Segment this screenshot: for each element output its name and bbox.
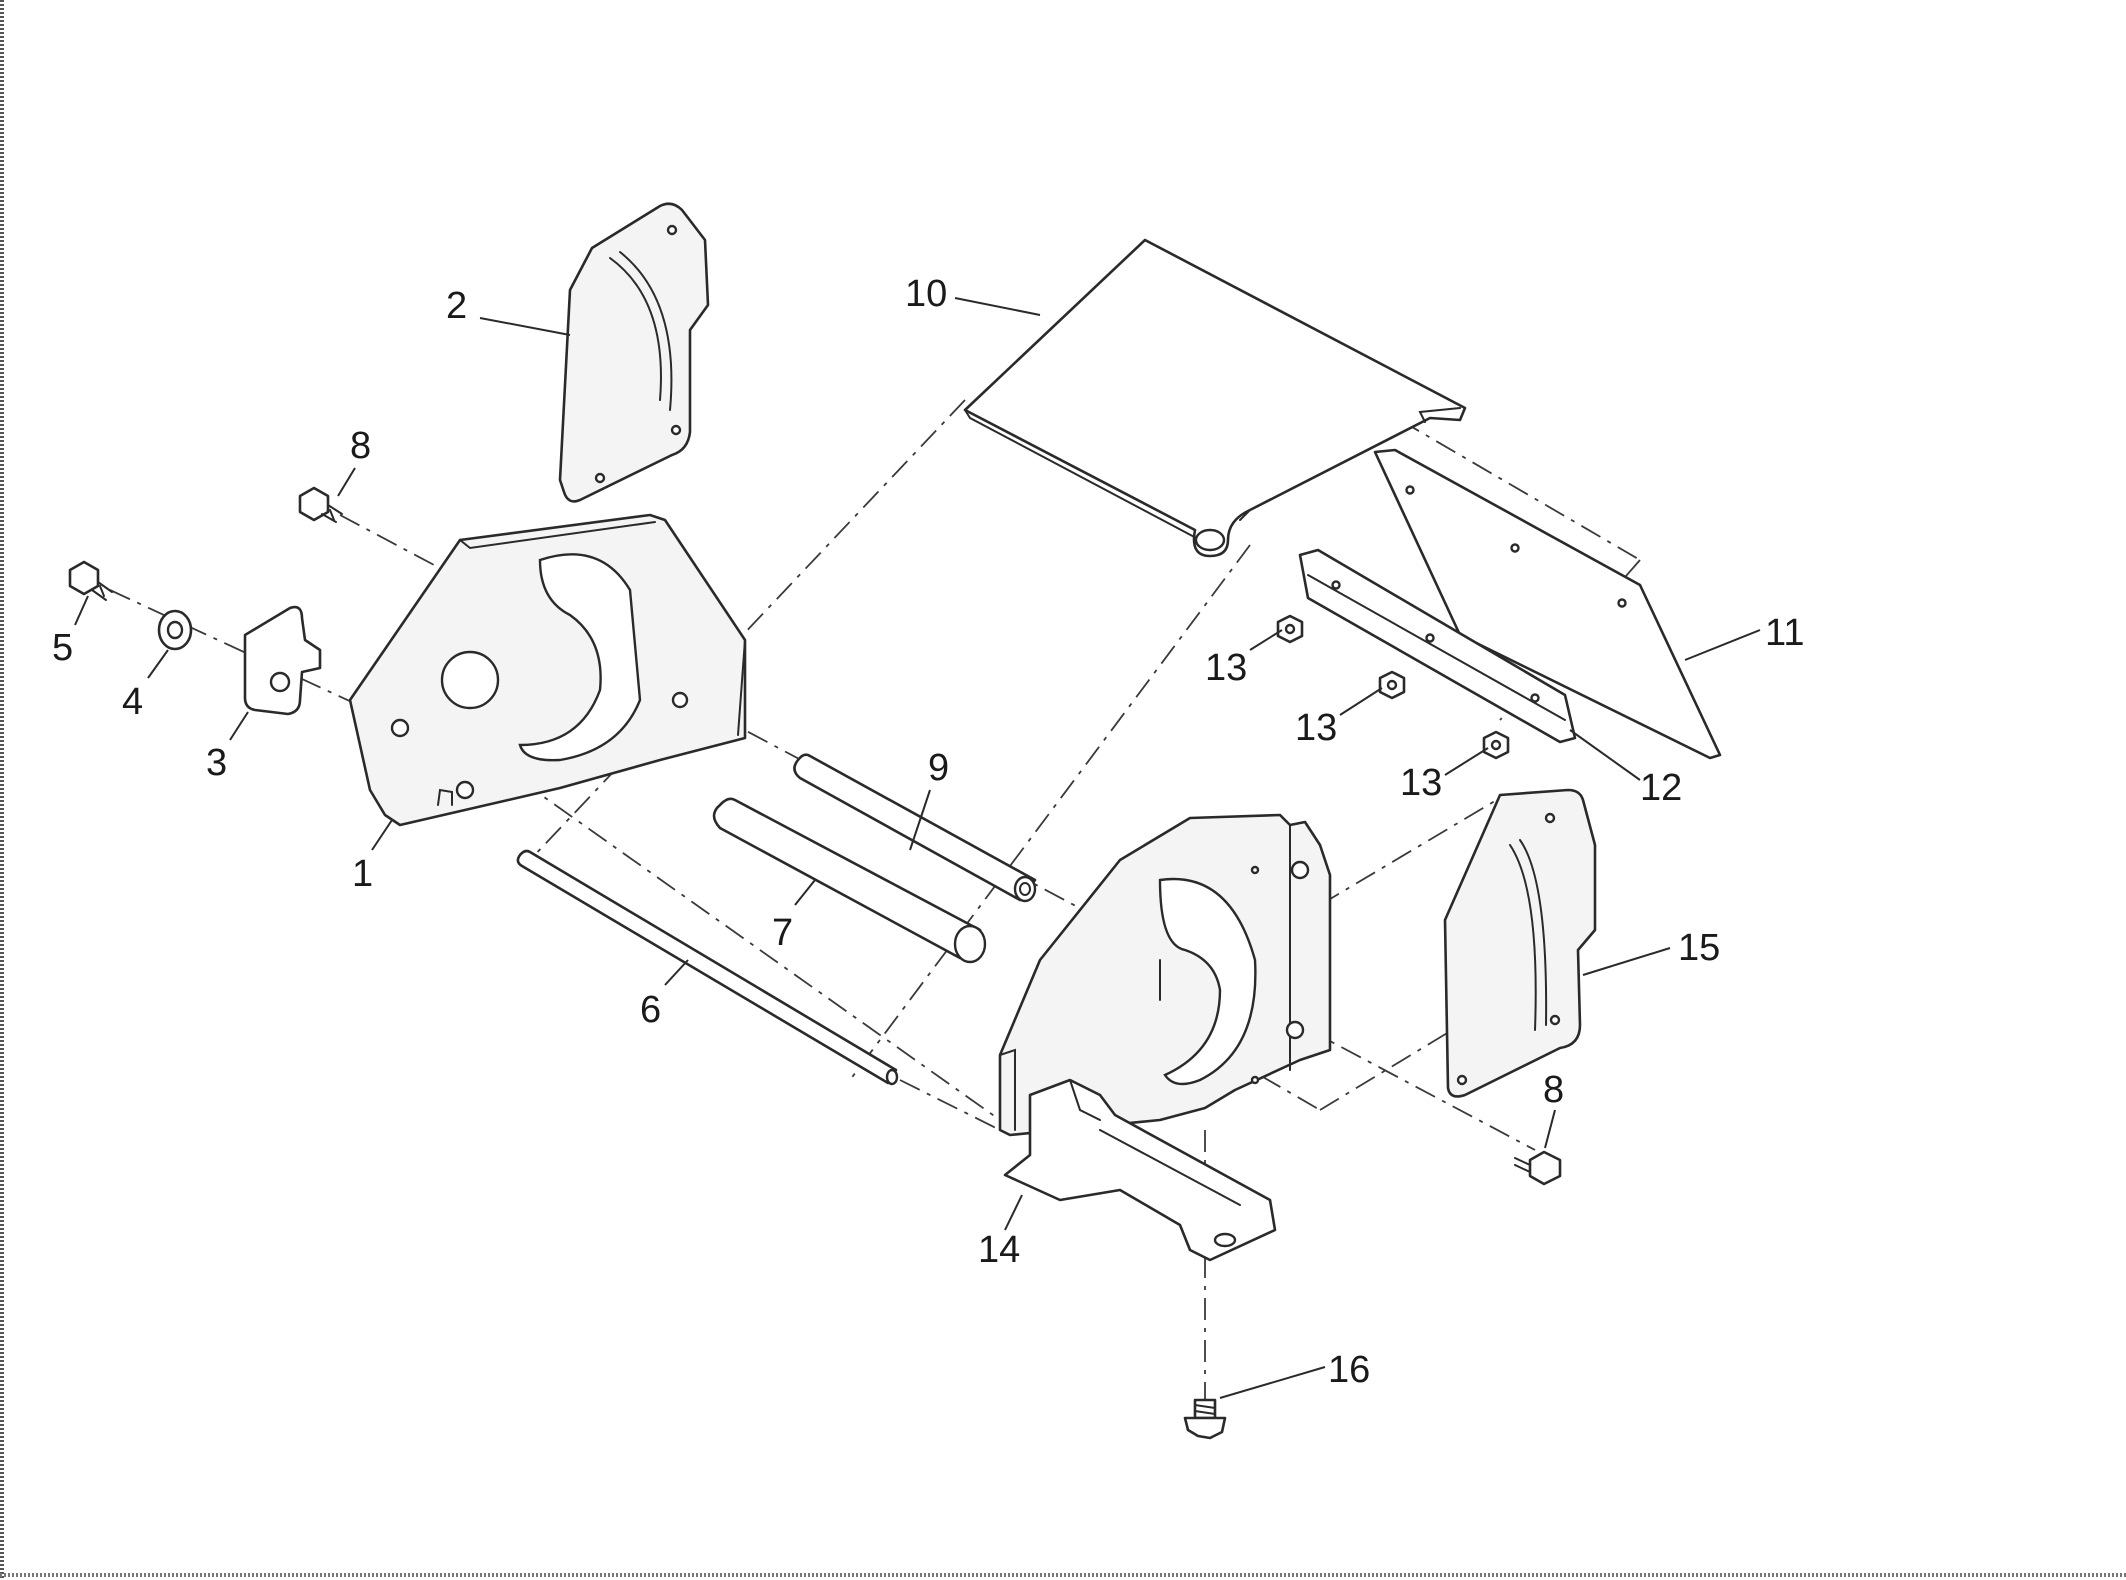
part-8-bolt-top — [298, 486, 343, 523]
callout-9: 9 — [928, 747, 949, 789]
part-13-nut-a — [1276, 614, 1304, 644]
part-2-side-plate — [558, 202, 710, 503]
callout-13-a: 13 — [1205, 647, 1247, 689]
callout-7: 7 — [772, 912, 793, 954]
part-3-bracket — [243, 605, 322, 716]
callout-13-c: 13 — [1400, 762, 1442, 804]
part-12-angle-bar — [1298, 548, 1577, 744]
callout-16: 16 — [1328, 1349, 1370, 1391]
callout-1: 1 — [352, 853, 373, 895]
part-10-top-shield — [963, 238, 1467, 558]
callout-12: 12 — [1640, 767, 1682, 809]
part-7-tube — [712, 797, 987, 964]
callout-10: 10 — [905, 273, 947, 315]
part-16-bolt — [1183, 1398, 1227, 1440]
callout-11: 11 — [1765, 612, 1804, 654]
callout-3: 3 — [206, 742, 227, 784]
callout-6: 6 — [640, 989, 661, 1031]
part-13-nut-c — [1482, 730, 1510, 760]
part-8-bolt-bottom — [1514, 1150, 1562, 1186]
leader-lines — [74, 297, 1761, 1399]
part-9-roll-pin — [793, 753, 1037, 903]
callout-4: 4 — [122, 681, 143, 723]
part-1-left-side-plate — [348, 513, 747, 827]
part-4-washer — [157, 609, 193, 651]
part-15-side-plate — [1443, 788, 1597, 1098]
part-6-rod — [516, 849, 899, 1086]
callout-15: 15 — [1678, 927, 1720, 969]
callout-14: 14 — [978, 1229, 1020, 1271]
part-5-bolt — [68, 560, 113, 601]
part-14-right-side-plate — [998, 813, 1332, 1262]
callout-labels: 1 2 3 4 5 6 7 8 8 9 10 11 12 13 13 13 14… — [52, 273, 1804, 1391]
callout-5: 5 — [52, 627, 73, 669]
callout-8-bottom: 8 — [1543, 1069, 1564, 1111]
part-13-nut-b — [1378, 670, 1406, 700]
callout-8-top: 8 — [350, 425, 371, 467]
callout-2: 2 — [446, 285, 467, 327]
callout-13-b: 13 — [1295, 707, 1337, 749]
